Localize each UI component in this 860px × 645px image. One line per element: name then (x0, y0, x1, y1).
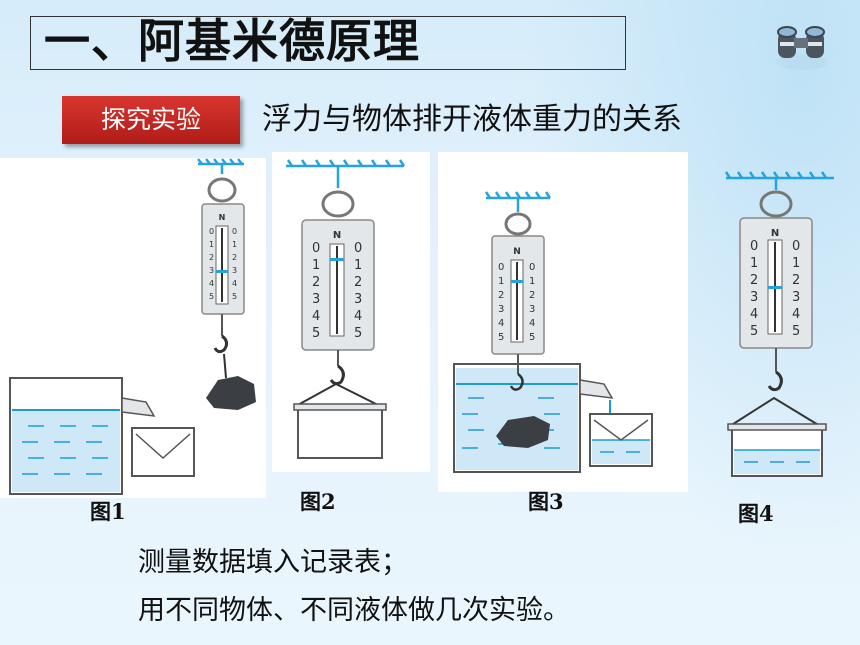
scale-3-tick-4: 4 (498, 318, 504, 329)
figure-4-label: 图4 (738, 501, 774, 526)
scale-3-tick-5: 5 (498, 332, 504, 343)
scale-3-tick-r1: 1 (529, 276, 535, 287)
note-line-1: 测量数据填入记录表； (138, 547, 408, 578)
figure-1-panel: N 0 1 2 3 4 5 0 1 2 3 4 5 (0, 158, 266, 498)
figure-3-label: 图3 (528, 489, 564, 514)
page-title: 一、阿基米德原理 (44, 14, 420, 68)
figure-3-drawing: N 0 1 2 3 4 5 0 1 2 3 4 5 (453, 191, 653, 473)
title-frame (30, 16, 626, 70)
scale-3-tick-r0: 0 (529, 262, 535, 273)
scale-1-tick-3: 3 (209, 266, 214, 275)
scale-4-tick-3: 3 (750, 290, 758, 305)
figure-2-panel: N 0 1 2 3 4 5 0 1 2 3 4 5 (272, 152, 430, 472)
figure-2-drawing: N 0 1 2 3 4 5 0 1 2 3 4 5 (286, 159, 406, 459)
experiment-subtitle: 浮力与物体排开液体重力的关系 (262, 102, 682, 137)
scale-4-ticks: N 0 1 2 3 4 5 0 1 2 3 4 5 (750, 228, 800, 339)
scale-3-tick-2: 2 (498, 290, 504, 301)
scale-4-tick-1: 1 (750, 256, 758, 271)
scale-2-tick-r0: 0 (354, 241, 362, 256)
scale-3-tick-0: 0 (498, 262, 504, 273)
scale-1-tick-4: 4 (209, 279, 214, 288)
experiment-tag: 探究实验 (62, 96, 240, 144)
scale-4-tick-r1: 1 (792, 256, 800, 271)
scale-2-tick-2: 2 (312, 275, 320, 290)
scale-2-tick-5: 5 (312, 326, 320, 341)
scale-4-tick-2: 2 (750, 273, 758, 288)
scale-1-tick-0: 0 (209, 227, 214, 236)
figure-4-drawing: N 0 1 2 3 4 5 0 1 2 3 4 5 (724, 171, 834, 477)
scale-3-unit: N (513, 247, 521, 257)
figure-1-drawing: N 0 1 2 3 4 5 0 1 2 3 4 5 (9, 158, 256, 495)
scale-4-tick-r2: 2 (792, 273, 800, 288)
figure-1-label: 图1 (90, 499, 126, 524)
scale-3-tick-r5: 5 (529, 332, 535, 343)
scale-2-unit: N (333, 230, 341, 241)
scale-1-tick-r0: 0 (232, 227, 237, 236)
scale-2-tick-r1: 1 (354, 258, 362, 273)
scale-1-unit: N (219, 213, 226, 222)
scale-2-tick-1: 1 (312, 258, 320, 273)
figure-4-area: N 0 1 2 3 4 5 0 1 2 3 4 5 (700, 152, 860, 492)
scale-1-tick-r2: 2 (232, 253, 237, 262)
scale-4-tick-r4: 4 (792, 307, 800, 322)
scale-4-tick-r3: 3 (792, 290, 800, 305)
scale-2-tick-r5: 5 (354, 326, 362, 341)
scale-3-tick-r2: 2 (529, 290, 535, 301)
scale-3-tick-r4: 4 (529, 318, 535, 329)
figure-3-panel: N 0 1 2 3 4 5 0 1 2 3 4 5 (438, 152, 688, 492)
scale-1-tick-2: 2 (209, 253, 214, 262)
scale-2-tick-3: 3 (312, 292, 320, 307)
scale-4-tick-5: 5 (750, 324, 758, 339)
scale-3-tick-1: 1 (498, 276, 504, 287)
scale-3-ticks: N 0 1 2 3 4 5 0 1 2 3 4 5 (498, 247, 535, 343)
scale-4-tick-r0: 0 (792, 239, 800, 254)
scale-4-tick-r5: 5 (792, 324, 800, 339)
scale-2-tick-r4: 4 (354, 309, 362, 324)
scale-4-unit: N (771, 228, 779, 239)
scale-2-ticks: N 0 1 2 3 4 5 0 1 2 3 4 5 (312, 230, 362, 341)
scale-1-tick-r5: 5 (232, 292, 237, 301)
binoculars-icon (776, 26, 828, 70)
scale-2-tick-0: 0 (312, 241, 320, 256)
scale-4-tick-4: 4 (750, 307, 758, 322)
scale-2-tick-r2: 2 (354, 275, 362, 290)
scale-3-tick-3: 3 (498, 304, 504, 315)
scale-1-tick-5: 5 (209, 292, 214, 301)
note-line-2: 用不同物体、不同液体做几次实验。 (138, 595, 570, 626)
scale-2-tick-r3: 3 (354, 292, 362, 307)
scale-1-tick-r3: 3 (232, 266, 237, 275)
scale-1-tick-1: 1 (209, 240, 214, 249)
scale-4-tick-0: 0 (750, 239, 758, 254)
scale-1-tick-r4: 4 (232, 279, 237, 288)
scale-1-ticks: N 0 1 2 3 4 5 0 1 2 3 4 5 (209, 213, 237, 301)
scale-1-tick-r1: 1 (232, 240, 237, 249)
scale-2-tick-4: 4 (312, 309, 320, 324)
figure-2-label: 图2 (300, 489, 336, 514)
scale-3-tick-r3: 3 (529, 304, 535, 315)
